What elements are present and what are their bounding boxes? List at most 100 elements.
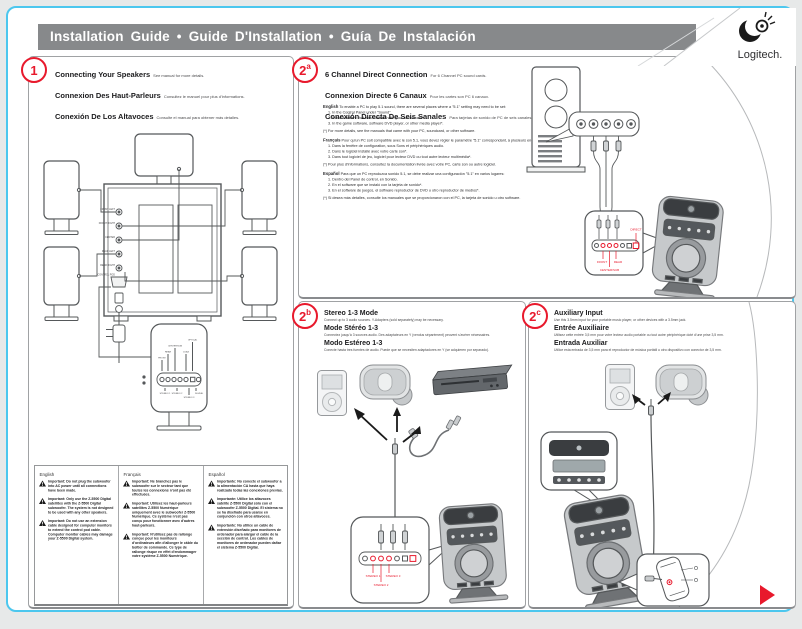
note-item: Importante: No utilice un cable de exten… [207, 524, 283, 550]
heading-fr: Connexion Directe 6 Canaux [325, 91, 427, 100]
svg-text:CONTROL POD: CONTROL POD [98, 274, 116, 277]
pod-rear-labels: FRONT REAR CENTER/SUB COAX OPTICAL STERE… [158, 339, 204, 400]
section-2a-body-text: English To enable a PC to play 5.1 sound… [323, 104, 542, 201]
decorative-curve [710, 64, 772, 297]
logitech-logo-text: Logitech. [738, 49, 783, 61]
heading-es-note: Consulte el manual para obtener más deta… [156, 115, 240, 120]
aux-plug [648, 399, 655, 571]
logitech-logo-icon [739, 11, 776, 42]
svg-text:REAR RIGHT: REAR RIGHT [100, 264, 115, 267]
three-plugs [590, 136, 622, 253]
aux-jack-callout [617, 553, 710, 607]
heading-en-note: See manual for more details. [153, 73, 205, 78]
ac-power-plug [106, 312, 126, 363]
portable-music-player [605, 364, 635, 410]
dvd-player [431, 364, 513, 396]
section-1-badge: 1 [21, 57, 47, 83]
control-pod-photo [561, 492, 651, 607]
svg-text:FRONT LEFT: FRONT LEFT [100, 208, 115, 211]
svg-text:CENTER/SUB: CENTER/SUB [168, 346, 183, 348]
guide-page: Installation Guide • Guide D'Installatio… [6, 6, 796, 612]
svg-text:COAX: COAX [183, 351, 190, 354]
important-notes-box: English Important: Do not plug the subwo… [34, 465, 288, 606]
svg-text:REAR: REAR [614, 260, 623, 264]
note-item: Importante: Utilice los altavoces satéli… [207, 498, 283, 520]
svg-text:REAR LEFT: REAR LEFT [102, 250, 116, 253]
logo-corner: Logitech. [637, 8, 796, 66]
note-item: Importante: No conecte el subwoofer a la… [207, 480, 283, 493]
note-item: Important: Utilisez les haut-parleurs sa… [123, 502, 198, 528]
y-adapter-cable [408, 415, 462, 458]
rear-left-speaker [43, 246, 80, 322]
note-item: Important: Do not plug the subwoofer int… [39, 480, 114, 493]
center-speaker [134, 133, 194, 190]
svg-text:STEREO 1: STEREO 1 [160, 393, 172, 395]
note-item: Important: Only use the Z-5500 Digital s… [39, 498, 114, 516]
svg-text:STEREO 3: STEREO 3 [386, 574, 401, 578]
portable-audio-device [655, 364, 709, 406]
notes-column-spanish: Español Importante: No conecte el subwoo… [202, 466, 287, 604]
front-left-speaker [43, 160, 80, 236]
section-2c-headings: Auxiliary Input Use this 3.5mm input for… [554, 310, 724, 352]
svg-text:FRONT: FRONT [597, 260, 607, 264]
header-bar: Installation Guide • Guide D'Installatio… [38, 24, 696, 50]
notes-column-french: Français Important: Ne branchez pas le s… [118, 466, 202, 604]
note-item: Important: N'utilisez pas de rallonge co… [123, 533, 198, 559]
svg-text:FRONT: FRONT [158, 358, 166, 360]
svg-text:OPTICAL: OPTICAL [188, 339, 198, 342]
notes-lang-label: Español [208, 472, 225, 477]
subwoofer-input-panel [110, 208, 128, 313]
pod-jack-callout: STEREO 1 STEREO 2 STEREO 3 [350, 516, 454, 604]
next-page-arrow-icon [760, 585, 775, 605]
svg-text:STEREO 2: STEREO 2 [172, 393, 184, 395]
warning-icon [207, 480, 215, 487]
svg-text:STEREO 3: STEREO 3 [184, 397, 196, 399]
arrows [354, 407, 421, 443]
heading-es: Conexión Directa De Seis Sanales [325, 112, 447, 121]
heading-fr: Connexion Des Haut-Parleurs [55, 91, 161, 100]
warning-icon [123, 502, 131, 509]
arrows [632, 392, 671, 406]
speaker-wires [79, 169, 242, 358]
subwoofer [103, 183, 222, 322]
svg-text:CENTER: CENTER [105, 236, 115, 239]
svg-text:DIRECT: DIRECT [630, 228, 641, 232]
svg-text:REAR: REAR [165, 351, 171, 354]
heading-fr-note: Consultez le manuel pour plus d'informat… [163, 94, 245, 99]
svg-text:FRONT RIGHT: FRONT RIGHT [99, 222, 116, 225]
portable-audio-device [359, 364, 413, 406]
control-pod-photo [649, 194, 725, 297]
page-title: Installation Guide • Guide D'Installatio… [50, 29, 476, 44]
control-pod-rear [142, 323, 208, 431]
warning-icon [207, 498, 215, 505]
svg-text:STEREO 1: STEREO 1 [366, 574, 381, 578]
pod-screen-callout [540, 431, 618, 515]
warning-icon [123, 480, 131, 487]
notes-lang-label: Français [123, 472, 142, 477]
warning-icon [39, 498, 46, 505]
warning-icon [123, 533, 131, 540]
rear-right-speaker [241, 246, 278, 322]
aux-plug-cable [392, 438, 398, 524]
pod-jack-callout: FRONT REAR CENTER/SUB DIRECT [584, 210, 667, 276]
notes-column-english: English Important: Do not plug the subwo… [35, 466, 118, 604]
control-pod-photo [438, 502, 509, 605]
note-item: Important: Ne branchez pas le subwoofer … [123, 480, 198, 498]
svg-text:DIGITAL: DIGITAL [195, 392, 204, 395]
note-item: Important: Do not use an extension cable… [39, 520, 114, 542]
heading-es: Conexión De Los Altavoces [55, 112, 154, 121]
warning-icon [39, 520, 46, 527]
front-right-speaker [241, 160, 278, 236]
svg-text:STEREO 2: STEREO 2 [374, 583, 389, 587]
svg-text:CENTER/SUB: CENTER/SUB [600, 268, 619, 272]
warning-icon [207, 524, 215, 531]
